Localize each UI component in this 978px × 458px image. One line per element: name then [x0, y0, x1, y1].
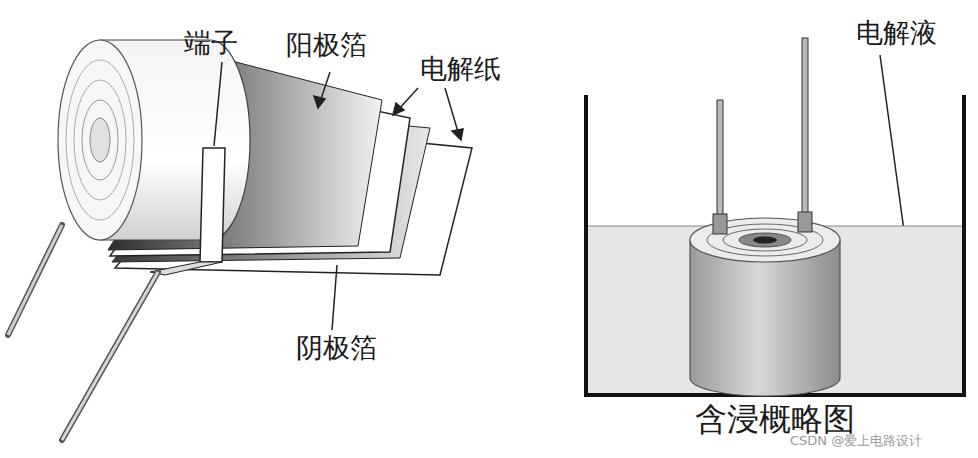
figure-caption: 含浸概略图: [695, 402, 855, 437]
part-label: 电解液: [856, 18, 937, 48]
part-label: 阳极箔: [286, 30, 367, 60]
part-label: 端子: [184, 28, 238, 58]
part-label: 电解纸: [420, 54, 501, 84]
part-label: 阴极箔: [296, 333, 377, 363]
